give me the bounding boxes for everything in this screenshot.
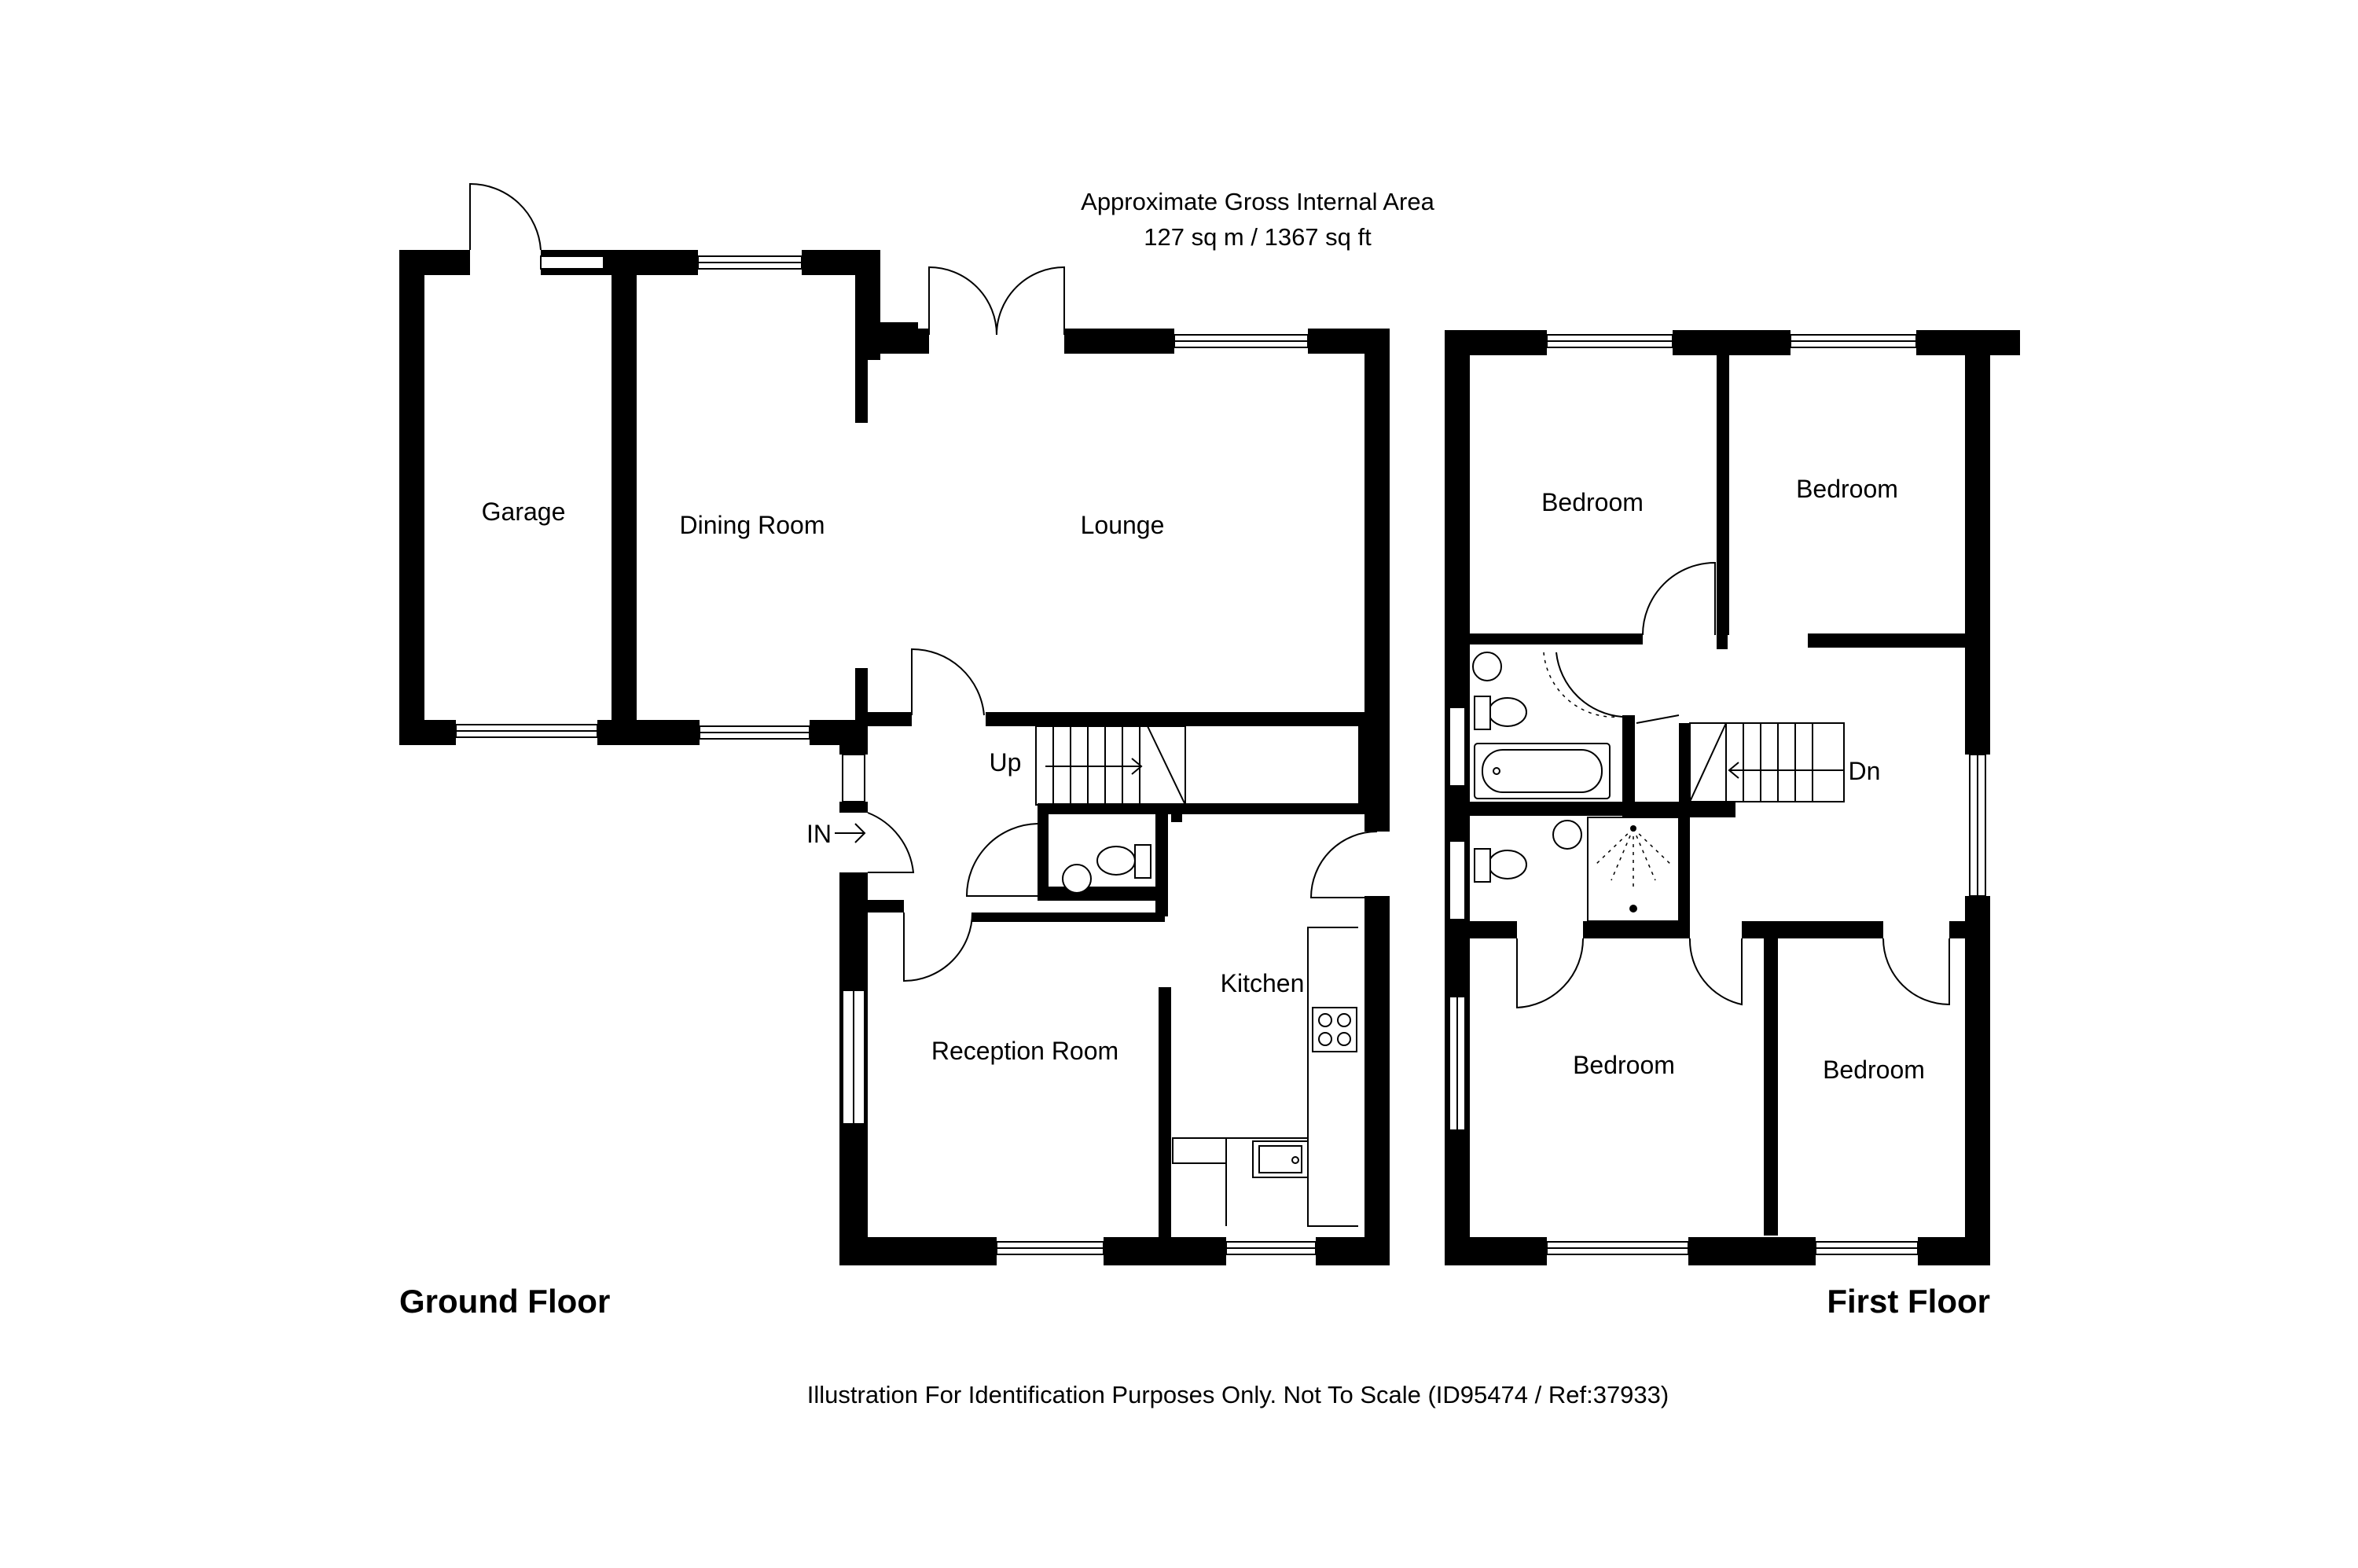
garage-rear-door <box>469 182 542 251</box>
bathroom-side-window <box>1449 707 1466 787</box>
room-label-kitchen: Kitchen <box>1221 969 1305 997</box>
garage-side-window <box>540 255 604 270</box>
first-floor-label: First Floor <box>1827 1283 1990 1320</box>
lounge-hall-door <box>911 648 985 716</box>
shower-room-door <box>1516 938 1585 1009</box>
reception-room-walls <box>839 913 1226 1265</box>
reception-side-window <box>842 990 865 1125</box>
hob-icon <box>1312 1007 1357 1052</box>
room-label-bedroom-1: Bedroom <box>1541 488 1644 516</box>
stair-label-up: Up <box>990 748 1022 777</box>
shower-room-fixtures <box>1474 817 1680 922</box>
airing-cupboard-wall <box>1679 723 1690 802</box>
area-value: 127 sq m / 1367 sq ft <box>1144 223 1372 251</box>
dining-room-rear-window <box>697 255 803 270</box>
garage-front-door-opening <box>455 724 598 738</box>
dining-room-walls <box>612 250 918 745</box>
first-floor-plan <box>1445 330 2020 1265</box>
lounge-french-door-left <box>928 266 997 336</box>
hall-side-window <box>842 754 865 802</box>
wc-toilet-icon <box>1096 846 1136 876</box>
bedroom-1-door <box>1642 561 1716 636</box>
bathroom-toilet-icon <box>1488 697 1527 727</box>
stair-wall <box>1038 803 1376 814</box>
ground-wc-door <box>965 823 1038 897</box>
lounge-french-door-right <box>996 266 1065 336</box>
room-label-bedroom-3: Bedroom <box>1573 1051 1675 1079</box>
entrance-label: IN <box>806 820 832 848</box>
bedroom-4-door <box>1882 938 1950 1006</box>
bedroom-3-door <box>1688 938 1743 1006</box>
lounge-walls <box>868 266 1390 832</box>
bedroom-3-side-window <box>1449 996 1466 1131</box>
area-title: Approximate Gross Internal Area <box>1081 188 1434 215</box>
bedroom-1-window <box>1546 334 1673 348</box>
kitchen-front-window <box>1225 1241 1317 1255</box>
lounge-rear-window <box>1173 334 1309 348</box>
shower-tray-icon <box>1587 817 1680 922</box>
bedroom-3-window <box>1546 1241 1689 1255</box>
reception-front-window <box>996 1241 1104 1255</box>
shower-spray-icon <box>1595 825 1672 913</box>
shower-toilet-icon <box>1488 850 1527 879</box>
garage-walls <box>399 250 645 745</box>
reception-door <box>903 912 973 982</box>
ground-stairs <box>1035 725 1186 806</box>
ground-wc <box>965 814 1168 916</box>
bathroom-door <box>1555 652 1623 718</box>
bedroom-4-window <box>1815 1241 1919 1255</box>
bathroom-basin-icon <box>1472 652 1502 681</box>
dining-room-front-window <box>699 725 810 740</box>
landing-window <box>1969 754 1986 897</box>
bedroom-2-window <box>1790 334 1917 348</box>
first-floor-stairs <box>1689 722 1845 802</box>
airing-cupboard-door <box>1636 714 1680 724</box>
entrance-arrow-icon <box>835 823 866 843</box>
wc-basin-icon <box>1062 864 1092 894</box>
first-floor-internal-walls <box>1470 355 1965 1236</box>
stair-label-dn: Dn <box>1849 757 1881 785</box>
sink-icon <box>1252 1140 1309 1178</box>
shower-room-side-window <box>1449 840 1466 920</box>
room-label-garage: Garage <box>482 498 566 526</box>
kitchen-side-door <box>1309 831 1378 898</box>
front-door <box>867 812 915 873</box>
shower-basin-icon <box>1552 820 1582 850</box>
room-label-dining-room: Dining Room <box>680 511 825 539</box>
room-label-lounge: Lounge <box>1081 511 1165 539</box>
ground-floor-label: Ground Floor <box>399 1283 610 1320</box>
ground-floor-plan <box>399 182 1390 1265</box>
room-label-reception-room: Reception Room <box>931 1037 1118 1065</box>
kitchen-walls <box>1171 814 1390 1265</box>
disclaimer: Illustration For Identification Purposes… <box>807 1381 1669 1408</box>
room-label-bedroom-4: Bedroom <box>1823 1056 1925 1084</box>
room-label-bedroom-2: Bedroom <box>1796 475 1898 503</box>
bathroom-fixtures <box>1472 652 1620 799</box>
